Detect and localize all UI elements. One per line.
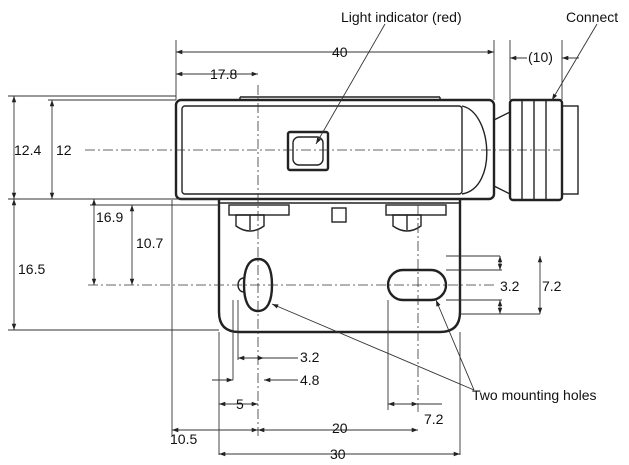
connector xyxy=(493,98,579,202)
dimension-lines xyxy=(11,49,579,457)
light-indicator-icon xyxy=(286,130,330,172)
labels: Light indicator (red) Connect Two mounti… xyxy=(14,9,618,462)
dim-5: 5 xyxy=(236,396,244,412)
dim-10: (10) xyxy=(528,49,553,65)
mounting-holes-label: Two mounting holes xyxy=(472,387,597,403)
dim-20: 20 xyxy=(332,420,348,436)
dim-7-2-right: 7.2 xyxy=(542,278,562,294)
mounting-hole-right xyxy=(386,268,448,302)
dim-4-8: 4.8 xyxy=(300,372,320,388)
dim-17-8: 17.8 xyxy=(210,66,237,82)
dim-40: 40 xyxy=(332,44,348,60)
center-lines xyxy=(85,85,560,436)
light-indicator-label: Light indicator (red) xyxy=(341,9,462,25)
dim-16-5: 16.5 xyxy=(18,261,45,277)
dim-10-5: 10.5 xyxy=(170,431,197,447)
dim-3-2-right: 3.2 xyxy=(500,278,520,294)
dim-12-4: 12.4 xyxy=(14,142,41,158)
leader-lines xyxy=(271,23,598,391)
sensor-body xyxy=(174,96,496,201)
dim-10-7: 10.7 xyxy=(136,235,163,251)
dim-16-9: 16.9 xyxy=(96,209,123,225)
connector-label: Connect xyxy=(566,9,618,25)
dim-12: 12 xyxy=(56,142,72,158)
dim-3-2-bottom: 3.2 xyxy=(300,349,320,365)
dim-7-2-bottom: 7.2 xyxy=(424,411,444,427)
dim-30: 30 xyxy=(330,446,346,462)
mounting-bracket xyxy=(217,200,462,334)
extension-lines xyxy=(8,40,563,455)
